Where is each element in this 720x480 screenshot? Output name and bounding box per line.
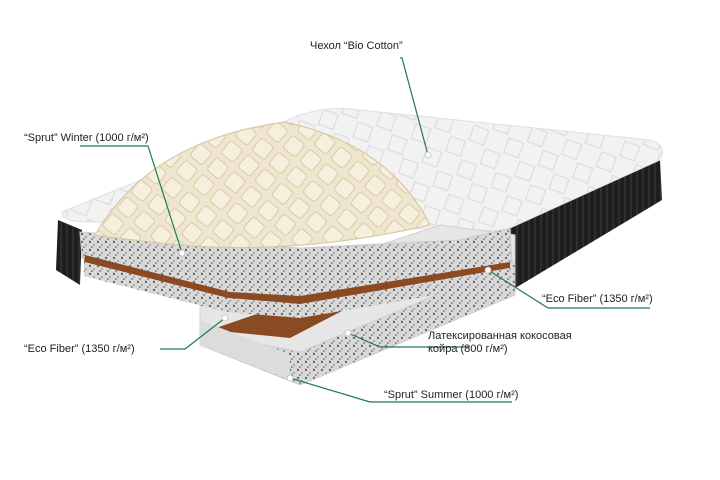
label-coconut: Латексированная кокосовая койра (800 г/м… <box>428 330 618 356</box>
marker-winter <box>178 249 186 257</box>
marker-eco-right <box>484 266 492 274</box>
marker-coconut <box>344 329 352 337</box>
fiber-upper-bottom <box>84 262 512 318</box>
label-eco-fiber-left: “Eco Fiber” (1350 г/м²) <box>24 343 135 355</box>
marker-summer <box>286 374 294 382</box>
marker-cover <box>424 151 432 159</box>
side-panel-left <box>56 220 82 285</box>
label-coconut-line2: койра (800 г/м²) <box>428 343 508 355</box>
leader-winter <box>80 145 183 254</box>
marker-eco-left <box>221 314 229 322</box>
leader-eco-left <box>160 317 226 350</box>
eco-fiber-front <box>200 320 290 380</box>
leader-coconut <box>347 332 470 348</box>
label-cover: Чехол “Bio Cotton” <box>310 40 403 52</box>
side-panel-right <box>510 160 662 290</box>
coconut-upper <box>84 255 510 304</box>
label-summer: “Sprut” Summer (1000 г/м²) <box>384 389 519 401</box>
label-eco-fiber-right: “Eco Fiber” (1350 г/м²) <box>542 293 653 305</box>
leader-cover <box>400 57 429 156</box>
label-coconut-line1: Латексированная кокосовая <box>428 330 572 342</box>
label-winter: “Sprut” Winter (1000 г/м²) <box>24 132 149 144</box>
leader-summer <box>289 377 512 403</box>
leader-eco-right <box>487 269 650 309</box>
winter-layer <box>94 121 431 249</box>
